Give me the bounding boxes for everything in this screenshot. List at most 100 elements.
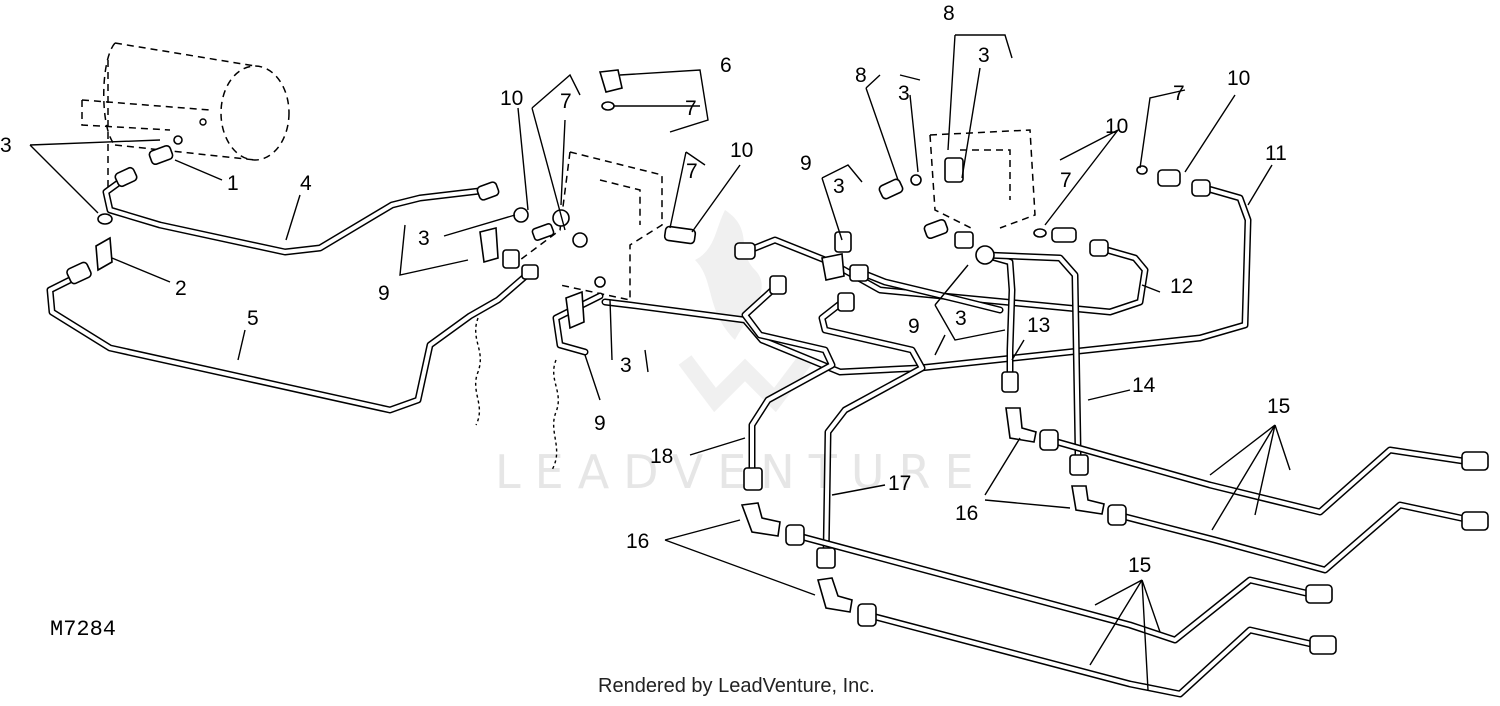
nut-tube-15-c xyxy=(785,524,805,546)
callout-7: 7 xyxy=(560,90,572,113)
tube-12 xyxy=(746,236,1149,316)
nut-tube-15-a xyxy=(1039,429,1059,451)
callout-3: 3 xyxy=(418,227,430,250)
hose-left-a xyxy=(474,317,482,426)
callout-14: 14 xyxy=(1132,374,1156,397)
fitting-10-b xyxy=(663,225,697,245)
nut-tube-4-end xyxy=(476,181,500,201)
tube-14 xyxy=(981,251,1082,466)
callout-7: 7 xyxy=(1173,82,1185,105)
o-ring-7-far xyxy=(1136,165,1148,175)
callout-5: 5 xyxy=(247,307,259,330)
nut-tube-17 xyxy=(837,292,855,312)
fitting-1 xyxy=(148,144,174,166)
callout-3: 3 xyxy=(833,175,845,198)
elbow-16-b xyxy=(1071,485,1105,515)
nut-tube-15-d-end xyxy=(1309,635,1337,655)
watermark: LEADVENTURE xyxy=(495,210,988,499)
nut-tube-12 xyxy=(734,242,756,260)
tube-15-a xyxy=(1046,436,1474,516)
callout-8: 8 xyxy=(855,64,867,87)
callout-numbers: 3 1 2 4 5 6 7 10 7 3 9 3 9 10 7 8 3 8 3 … xyxy=(0,2,1290,577)
elbow-16-c xyxy=(740,502,781,537)
callout-18: 18 xyxy=(650,445,673,468)
nut-tube-13-end xyxy=(1001,371,1019,393)
callout-3: 3 xyxy=(0,134,12,157)
o-ring-7-right xyxy=(1033,228,1047,238)
tube-15-b xyxy=(1114,501,1474,574)
nut-tube-15-b-end xyxy=(1461,511,1489,531)
callout-3: 3 xyxy=(955,307,967,330)
nut-tube-a xyxy=(849,264,869,282)
nut-tube-13 xyxy=(975,245,995,265)
reservoir-tank xyxy=(81,42,290,190)
callout-13: 13 xyxy=(1027,314,1050,337)
callout-7: 7 xyxy=(1060,169,1072,192)
fitting-10-c xyxy=(1051,227,1077,243)
callout-2: 2 xyxy=(175,277,187,300)
washer-7-b xyxy=(552,209,570,227)
elbow-9-a xyxy=(479,226,499,264)
nut-tube-17-end xyxy=(816,547,836,569)
nut-tube-18 xyxy=(769,275,787,295)
o-ring-3-top xyxy=(173,135,183,145)
washer-7-a xyxy=(513,207,529,223)
callout-1: 1 xyxy=(227,172,239,195)
callout-16: 16 xyxy=(955,502,978,525)
fitting-9-f xyxy=(954,231,974,249)
nut-tube-5 xyxy=(66,261,92,285)
callout-16: 16 xyxy=(626,530,649,553)
nut-tube-18-end xyxy=(743,467,763,491)
nut-tube-14-end xyxy=(1069,454,1089,476)
tube-17 xyxy=(818,296,926,564)
fitting-8-a xyxy=(878,178,904,200)
figure-code: M7284 xyxy=(50,617,116,642)
fitting-9-g xyxy=(834,231,852,253)
callout-3: 3 xyxy=(978,44,990,67)
nut-tube-15-d xyxy=(857,603,877,627)
tube-5 xyxy=(46,270,532,414)
elbow-2 xyxy=(95,236,113,272)
elbow-9-d xyxy=(565,290,585,330)
callout-9: 9 xyxy=(800,152,812,175)
tube-15-d xyxy=(864,611,1324,698)
callout-12: 12 xyxy=(1170,275,1193,298)
callout-8: 8 xyxy=(943,2,955,25)
nut-tube-12-end xyxy=(1089,239,1109,257)
elbow-16-d xyxy=(816,577,853,613)
callout-11: 11 xyxy=(1265,142,1287,165)
tube-11 xyxy=(601,184,1252,376)
tube-extra-a xyxy=(856,268,1004,314)
callout-10: 10 xyxy=(730,139,753,162)
callout-3: 3 xyxy=(898,82,910,105)
credit-text: Rendered by LeadVenture, Inc. xyxy=(598,675,875,697)
fitting-8-b xyxy=(944,157,964,183)
elbow-9-h xyxy=(821,253,845,281)
callout-9: 9 xyxy=(594,412,606,435)
tube-18 xyxy=(741,281,836,479)
fittings xyxy=(66,69,1489,655)
callout-6: 6 xyxy=(720,54,732,77)
washer-7-c xyxy=(572,232,588,248)
o-ring-7-top xyxy=(601,101,615,111)
watermark-text: LEADVENTURE xyxy=(495,445,988,499)
elbow-6 xyxy=(598,69,623,93)
o-ring-3-right-a xyxy=(910,174,922,186)
callout-10: 10 xyxy=(500,87,523,110)
leader-lines xyxy=(29,34,1291,691)
nut-tube-15-b xyxy=(1107,504,1127,526)
tube-4 xyxy=(102,172,492,256)
nut-tube-15-c-end xyxy=(1305,584,1333,604)
callout-9: 9 xyxy=(908,315,920,338)
fitting-9-b xyxy=(502,249,520,269)
tube-15-c xyxy=(791,531,1314,644)
control-valve-left xyxy=(519,151,663,301)
callout-3: 3 xyxy=(620,354,632,377)
o-ring-3-left xyxy=(97,213,113,225)
callout-15: 15 xyxy=(1128,554,1151,577)
control-valve-right xyxy=(929,129,1036,231)
nut-tube-11 xyxy=(1191,179,1211,197)
fitting-9-c xyxy=(521,264,539,280)
fitting-10-a xyxy=(531,222,555,242)
